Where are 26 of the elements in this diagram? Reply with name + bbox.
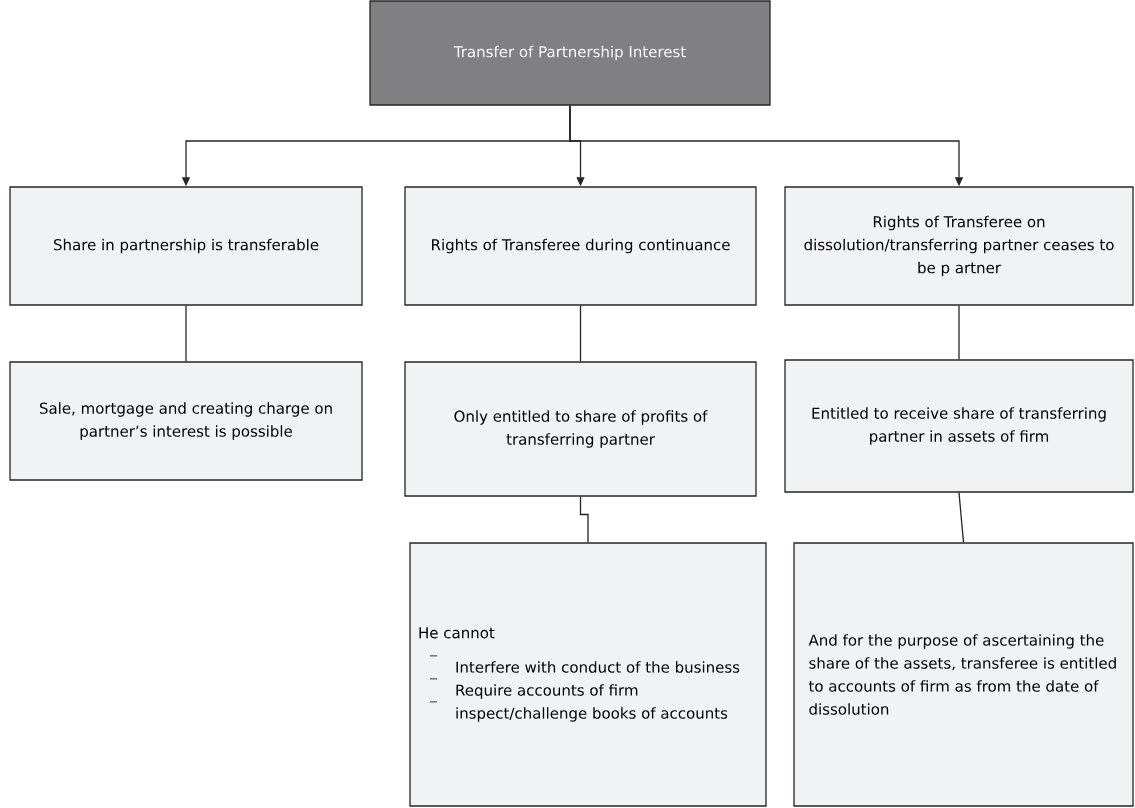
connector-line — [958, 492, 965, 543]
box-text: Rights of Transferee during continuance — [432, 238, 730, 254]
text-box — [409, 542, 767, 807]
list-item: Require accounts of firm — [456, 684, 638, 699]
title-box — [369, 0, 771, 106]
box-text: He cannot — [419, 627, 495, 639]
box-text: Transfer of Partnership Interest — [453, 45, 686, 61]
list-item: Interfere with conduct of the business — [456, 661, 740, 673]
list-item: inspect/challenge books of accounts — [456, 707, 728, 722]
box-text: And for the purpose of ascertaining the share of the assets, transferee is entitled to accounts of firm as from the date of dissolution — [808, 634, 1116, 715]
box-text: Share in partnership is transferable — [54, 238, 319, 254]
connector-line — [579, 305, 582, 362]
text-box — [404, 361, 757, 497]
box-text: Sale, mortgage and creating charge on partner’s interest is possible — [39, 402, 332, 440]
box-text: Entitled to receive share of transferring partner in assets of firm — [812, 407, 1106, 445]
box-text: Only entitled to share of profits of transferring partner — [454, 410, 708, 448]
box-text: Rights of Transferee on dissolution/transferring partner ceases to be p artner — [804, 215, 1114, 277]
connector-line — [958, 305, 960, 360]
text-box — [793, 542, 1134, 807]
connector-line — [579, 496, 589, 543]
text-box — [9, 186, 363, 306]
text-box — [784, 359, 1134, 493]
text-box — [784, 186, 1134, 306]
connector-line — [185, 305, 187, 362]
text-box — [9, 361, 363, 481]
text-box — [404, 186, 757, 306]
